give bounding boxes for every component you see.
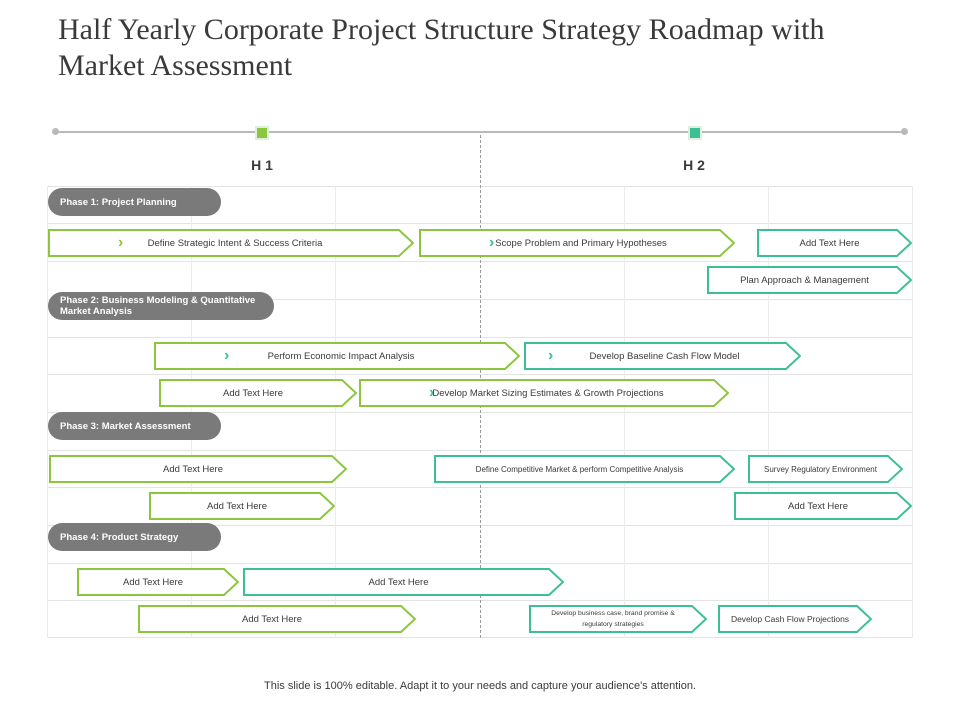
task-label: Define Strategic Intent & Success Criter… <box>147 237 323 249</box>
h1-label: H 1 <box>251 157 273 173</box>
task-label: Add Text Here <box>799 237 860 249</box>
task-arrow: Add Text Here <box>49 455 347 483</box>
arrow-shape <box>243 568 564 596</box>
chevron-right-icon: › <box>429 384 435 401</box>
phase-1-pill: Phase 1: Project Planning <box>48 188 221 216</box>
task-arrow: Add Text Here <box>149 492 335 520</box>
task-arrow: Add Text Here <box>734 492 912 520</box>
task-arrow: Define Competitive Market & perform Comp… <box>434 455 735 483</box>
arrow-shape <box>707 266 912 294</box>
timeline-end-dot <box>901 128 908 135</box>
arrow-shape <box>77 568 239 596</box>
task-arrow: › Develop Baseline Cash Flow Model <box>524 342 801 370</box>
task-label: Add Text Here <box>162 463 224 475</box>
phase-4-pill: Phase 4: Product Strategy <box>48 523 221 551</box>
arrow-shape <box>529 605 707 633</box>
task-arrow: Survey Regulatory Environment <box>748 455 903 483</box>
phase-2-pill: Phase 2: Business Modeling & Quantitativ… <box>48 292 274 320</box>
task-arrow: Develop Cash Flow Projections <box>718 605 872 633</box>
h1-milestone-marker <box>255 126 269 140</box>
arrow-shape <box>154 342 520 370</box>
task-label: Develop Market Sizing Estimates & Growth… <box>432 387 664 399</box>
h2-milestone-marker <box>688 126 702 140</box>
chevron-right-icon: › <box>118 234 124 251</box>
task-label: Develop Baseline Cash Flow Model <box>589 350 740 362</box>
arrow-shape <box>49 455 347 483</box>
task-arrow: Plan Approach & Management <box>707 266 912 294</box>
task-label: Develop business case, brand promise & r… <box>551 610 675 628</box>
chevron-right-icon: › <box>489 234 495 251</box>
task-label: Survey Regulatory Environment <box>764 464 877 474</box>
chevron-right-icon: › <box>548 347 554 364</box>
footer-note: This slide is 100% editable. Adapt it to… <box>264 680 696 692</box>
task-label: Add Text Here <box>368 576 429 588</box>
arrow-shape <box>748 455 903 483</box>
timeline-line <box>55 131 907 133</box>
task-label: Add Text Here <box>787 500 849 512</box>
task-label: Add Text Here <box>241 613 303 625</box>
timeline-start-dot <box>52 128 59 135</box>
task-label: Plan Approach & Management <box>740 274 869 286</box>
task-label: Perform Economic Impact Analysis <box>267 350 415 362</box>
arrow-shape <box>159 379 357 407</box>
arrow-shape <box>359 379 729 407</box>
arrow-shape <box>434 455 735 483</box>
task-label: Define Competitive Market & perform Comp… <box>475 464 684 474</box>
task-label: Add Text Here <box>222 387 284 399</box>
arrow-shape <box>734 492 912 520</box>
task-arrow: Develop business case, brand promise & r… <box>529 605 707 633</box>
arrow-shape <box>757 229 912 257</box>
arrow-shape <box>48 229 414 257</box>
task-arrow: Add Text Here <box>159 379 357 407</box>
task-label: Add Text Here <box>122 576 184 588</box>
h2-label: H 2 <box>683 157 705 173</box>
task-arrow: Add Text Here <box>757 229 912 257</box>
arrow-shape <box>419 229 735 257</box>
task-arrow: › Perform Economic Impact Analysis <box>154 342 520 370</box>
task-arrow: ›Scope Problem and Primary Hypotheses <box>419 229 735 257</box>
task-label: Develop Cash Flow Projections <box>730 613 850 624</box>
chevron-right-icon: › <box>224 347 230 364</box>
task-label: Add Text Here <box>206 500 268 512</box>
task-arrow: › Define Strategic Intent & Success Crite… <box>48 229 414 257</box>
task-arrow: ›Develop Market Sizing Estimates & Growt… <box>359 379 729 407</box>
task-arrow: Add Text Here <box>138 605 416 633</box>
task-label: Scope Problem and Primary Hypotheses <box>495 237 667 249</box>
phase-3-pill: Phase 3: Market Assessment <box>48 412 221 440</box>
arrow-shape <box>718 605 872 633</box>
arrow-shape <box>138 605 416 633</box>
task-arrow: Add Text Here <box>77 568 239 596</box>
task-arrow: Add Text Here <box>243 568 564 596</box>
arrow-shape <box>149 492 335 520</box>
page-title: Half Yearly Corporate Project Structure … <box>58 13 825 82</box>
arrow-shape <box>524 342 801 370</box>
